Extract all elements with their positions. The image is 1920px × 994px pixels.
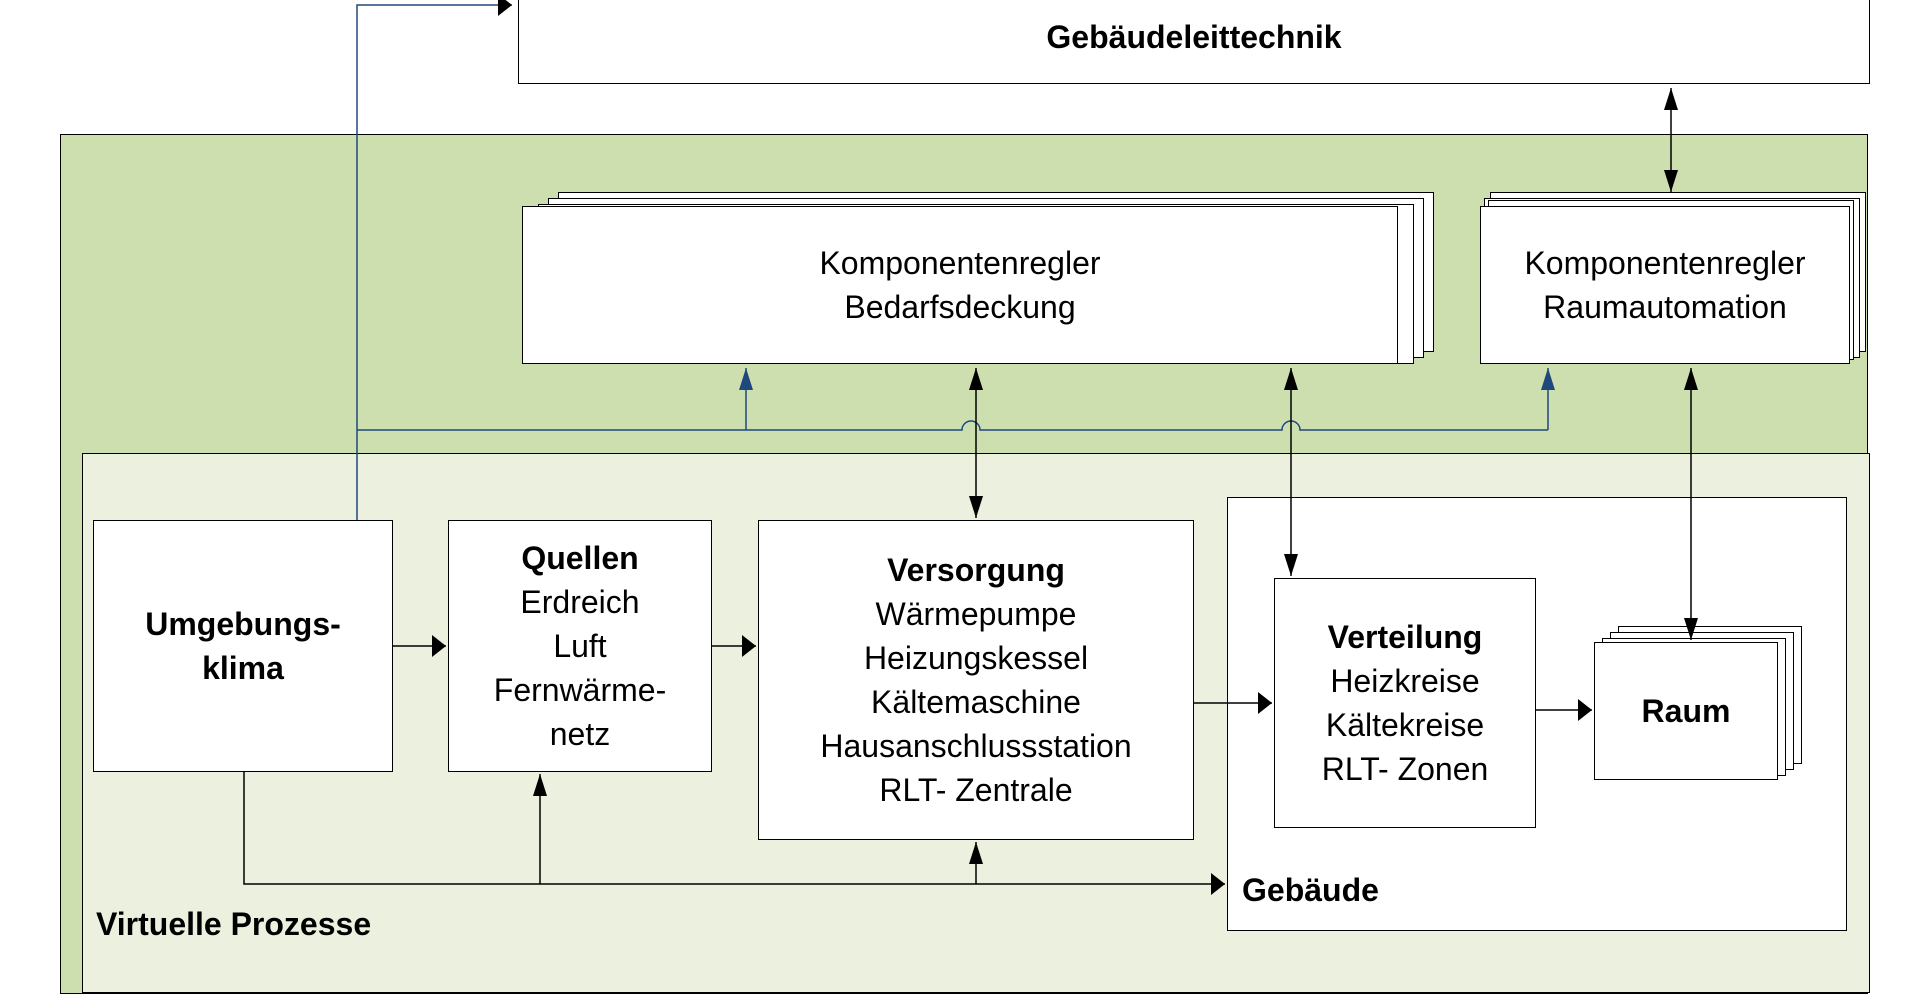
virtual-processes-title: Virtuelle Prozesse [96,906,372,942]
sources-box: Quellen Erdreich Luft Fernwärme- netz [448,520,712,772]
room-box: Raum [1594,642,1778,780]
controller-demand-line1: Komponentenregler [819,245,1101,281]
distribution-item: Kältekreise [1325,707,1485,743]
supply-item: RLT- Zentrale [879,772,1073,808]
building-management-box: Gebäudeleittechnik [518,0,1870,84]
controller-demand-line2: Bedarfsdeckung [844,289,1076,325]
distribution-item: RLT- Zonen [1321,751,1489,787]
supply-item: Heizungskessel [863,640,1089,676]
ambient-climate-line1: Umgebungs- [145,606,341,642]
distribution-box: Verteilung Heizkreise Kältekreise RLT- Z… [1274,578,1536,828]
supply-title: Versorgung [887,552,1065,588]
connector-layer [243,0,1698,895]
sources-item: netz [549,716,611,752]
blue-connector [356,0,512,520]
blue-connector [357,420,1548,431]
sources-item: Erdreich [520,584,640,620]
controller-demand-box: Komponentenregler Bedarfsdeckung [522,206,1398,364]
controller-room-line2: Raumautomation [1543,289,1787,325]
controller-room-line1: Komponentenregler [1524,245,1806,281]
ambient-climate-box: Umgebungs- klima [93,520,393,772]
distribution-item: Heizkreise [1330,663,1480,699]
sources-item: Luft [553,628,607,664]
controller-room-box: Komponentenregler Raumautomation [1480,206,1850,364]
sources-title: Quellen [521,540,639,576]
supply-item: Wärmepumpe [875,596,1077,632]
supply-item: Hausanschlussstation [820,728,1132,764]
building-title: Gebäude [1242,872,1379,908]
feedback-line [243,772,1225,895]
supply-item: Kältemaschine [871,684,1081,720]
building-management-title: Gebäudeleittechnik [1046,19,1342,55]
room-title: Raum [1641,693,1731,729]
ambient-climate-line2: klima [202,650,284,686]
supply-box: Versorgung Wärmepumpe Heizungskessel Käl… [758,520,1194,840]
distribution-title: Verteilung [1327,619,1483,655]
sources-item: Fernwärme- [493,672,667,708]
diagram-canvas: Gebäudeleittechnik Komponentenregler Bed… [60,0,1870,994]
